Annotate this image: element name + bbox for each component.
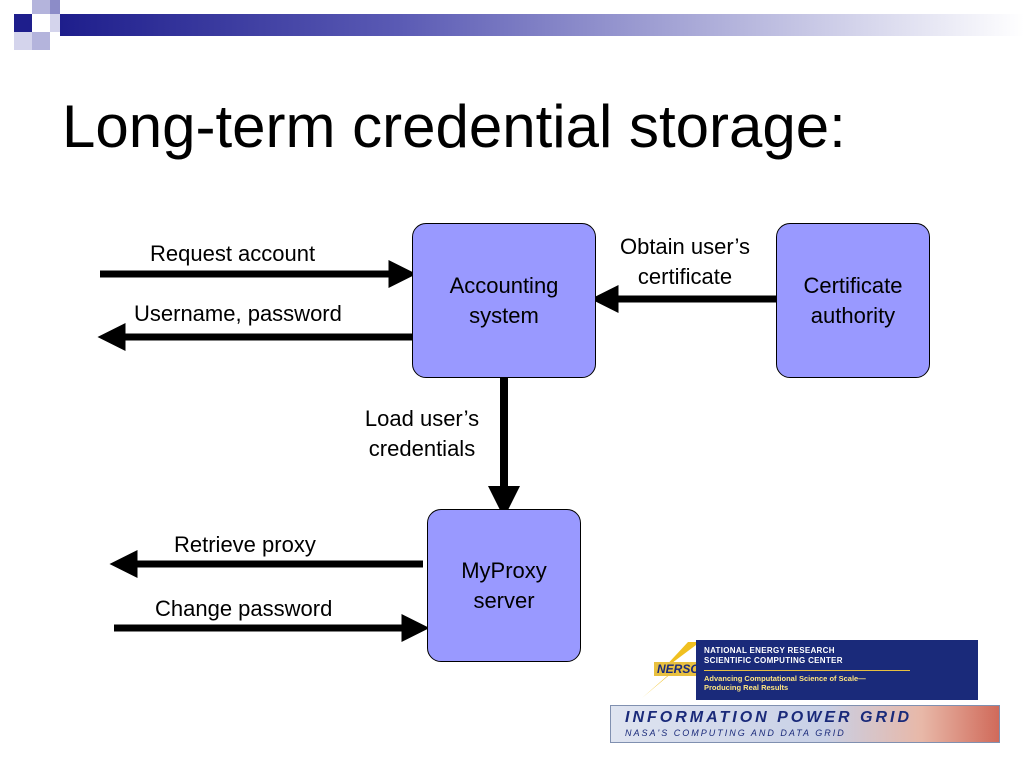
label-obtain-certificate: Obtain user’s certificate — [619, 234, 751, 289]
ipg-logo: INFORMATION POWER GRID NASA'S COMPUTING … — [610, 705, 1000, 743]
node-label: MyProxy server — [461, 557, 547, 613]
corner-decoration-square — [14, 32, 32, 50]
nersc-line1: NATIONAL ENERGY RESEARCH — [704, 646, 835, 655]
nersc-tagline1: Advancing Computational Science of Scale… — [704, 674, 866, 683]
nersc-mark: NERSC — [654, 662, 703, 676]
nersc-line2: SCIENTIFIC COMPUTING CENTER — [704, 656, 843, 665]
label-load-credentials: Load user’s credentials — [364, 406, 480, 461]
corner-decoration-square — [32, 32, 50, 50]
node-label: Certificate authority — [803, 272, 903, 328]
node-label: Accounting system — [449, 272, 559, 328]
label-username-password: Username, password — [134, 301, 342, 326]
corner-decoration-square — [32, 0, 50, 14]
label-request-account: Request account — [150, 241, 316, 266]
nersc-rule — [704, 670, 910, 671]
corner-decoration-square — [50, 14, 60, 32]
node-accounting-system: Accounting system — [412, 223, 596, 378]
node-certificate-authority: Certificate authority — [776, 223, 930, 378]
nersc-panel: NATIONAL ENERGY RESEARCH SCIENTIFIC COMP… — [696, 640, 978, 700]
ipg-title: INFORMATION POWER GRID — [625, 709, 913, 726]
corner-decoration-square — [14, 14, 32, 32]
node-myproxy-server: MyProxy server — [427, 509, 581, 662]
ipg-subtitle: NASA'S COMPUTING AND DATA GRID — [625, 728, 846, 738]
corner-decoration-square — [50, 0, 60, 14]
nersc-logo: NERSC NATIONAL ENERGY RESEARCH SCIENTIFI… — [640, 640, 978, 700]
title-gradient-bar — [60, 14, 1024, 36]
label-retrieve-proxy: Retrieve proxy — [174, 532, 316, 557]
label-change-password: Change password — [155, 596, 333, 621]
slide-title: Long-term credential storage: — [62, 93, 846, 160]
nersc-tagline2: Producing Real Results — [704, 683, 789, 692]
